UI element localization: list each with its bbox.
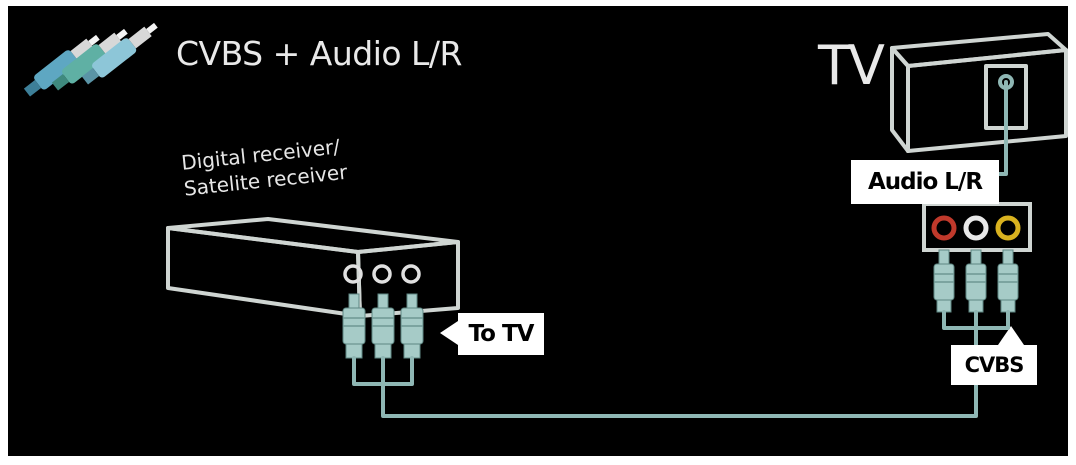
rca-connectors-icon xyxy=(23,22,158,97)
tv-jack-panel xyxy=(922,202,1032,252)
to-tv-pointer xyxy=(440,321,458,345)
tv-monitor xyxy=(890,32,1068,153)
connection-drawing xyxy=(23,22,1068,418)
to-tv-tag: To TV xyxy=(458,313,544,355)
tv-plugs xyxy=(933,249,1019,313)
tv-label: TV xyxy=(818,34,885,97)
tv-input-connector xyxy=(998,74,1014,90)
receiver-jacks xyxy=(343,264,421,284)
receiver-plugs xyxy=(342,293,424,359)
diagram-canvas: CVBS + Audio L/R TV Digital receiver/ Sa… xyxy=(8,6,1068,456)
cvbs-tag: CVBS xyxy=(951,345,1037,385)
diagram-title: CVBS + Audio L/R xyxy=(176,34,462,73)
audio-lr-tag: Audio L/R xyxy=(851,160,999,204)
cvbs-pointer xyxy=(998,326,1024,345)
cables xyxy=(352,80,1010,418)
